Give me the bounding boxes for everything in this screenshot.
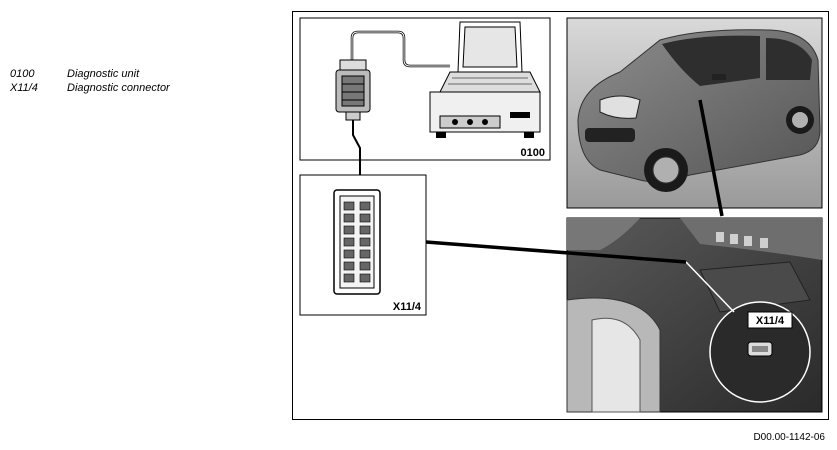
vehicle-location-line [698,99,724,217]
footwell-photo: X11/4 [566,217,823,413]
diagnostic-cable-highlight [351,31,450,67]
legend-code: 0100 [10,68,35,80]
multiplexer-adapter [335,59,371,121]
vehicle-photo [566,17,823,209]
obd-connector-icon [333,189,381,295]
pedals [716,232,768,248]
connector-lead [352,120,361,160]
legend: 0100 Diagnostic unit X11/4 Diagnostic co… [10,67,170,95]
legend-description: Diagnostic connector [67,82,170,94]
legend-item: X11/4 Diagnostic connector [10,81,170,95]
connector-panel: X11/4 [299,174,427,316]
zoom-pointer [685,261,735,313]
legend-item: 0100 Diagnostic unit [10,67,170,81]
zoom-inset: X11/4 [709,301,811,403]
photo-callout: X11/4 [756,315,785,327]
connector-location-line [425,240,687,264]
legend-code: X11/4 [10,82,38,94]
laptop-icon [429,21,541,138]
figure-frame [292,11,829,420]
legend-description: Diagnostic unit [67,68,140,80]
connector-callout: X11/4 [393,301,422,313]
document-id: D00.00-1142-06 [753,432,825,443]
diagnostic-unit-callout: 0100 [521,147,545,159]
diagnostic-unit-panel: 0100 [299,17,551,161]
car-icon [577,29,821,192]
